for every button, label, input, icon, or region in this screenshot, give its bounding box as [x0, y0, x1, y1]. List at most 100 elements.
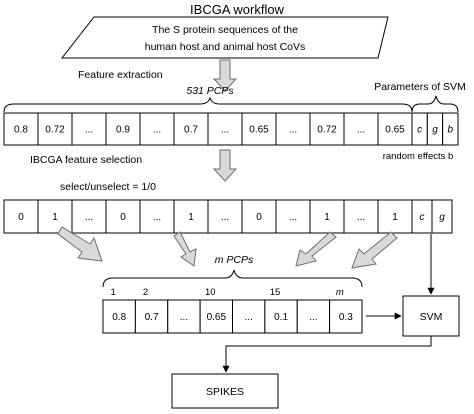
row2-selection-vector: 0 1... 0... 1... 0... 1... 1 c g	[3, 199, 453, 234]
row1-param-c-text: c	[417, 125, 422, 136]
svm-label: SVM	[420, 311, 443, 323]
row3-cell-5-box	[264, 299, 298, 334]
row3-cell-1-text: 0.7	[145, 312, 159, 323]
row1-param-g-text: g	[432, 125, 438, 136]
row3-cell-0-text: 0.8	[112, 312, 126, 323]
diagonal-arrow-3	[295, 231, 337, 267]
row1-cell-9-text: 0.72	[317, 125, 337, 136]
row2-cell-11-text: 1	[392, 212, 398, 223]
row2-cell-8-box	[275, 199, 311, 234]
random-effects-label: random effects b	[383, 151, 454, 162]
row1-cell-9-box	[309, 112, 345, 146]
svm-params-brace	[411, 95, 459, 113]
row3-index-m: m	[336, 287, 344, 298]
row1-cell-4-text: ...	[153, 125, 161, 136]
row3-index-10: 10	[205, 287, 216, 298]
row3-cell-6-text: ...	[309, 312, 317, 323]
row3-index-1: 1	[111, 287, 116, 298]
row3-cell-4-box	[232, 299, 266, 334]
spikes-box	[171, 373, 279, 409]
row3-selected-features: 0.8 0.7... 0.65... 0.1... 0.3 1 2 10 15 m	[102, 287, 363, 334]
diagonal-arrow-2	[173, 231, 197, 267]
row2-cell-1-box	[37, 199, 73, 234]
row1-cell-0-box	[3, 112, 39, 146]
row1-cell-0-text: 0.8	[14, 125, 28, 136]
row2-cell-10-text: ...	[357, 212, 365, 223]
row2-cell-7-box	[241, 199, 277, 234]
row1-cell-7-text: 0.65	[249, 125, 269, 136]
row1-feature-vector: 0.8 0.72... 0.9... 0.7... 0.65... 0.72... 0.65…	[3, 112, 459, 146]
row2-cell-4-text: ...	[153, 212, 161, 223]
feature-extraction-arrow	[212, 59, 238, 92]
row1-cell-10-text: ...	[357, 125, 365, 136]
svm-box	[402, 295, 460, 337]
feature-selection-arrow	[212, 149, 238, 182]
row2-cell-9-text: 1	[324, 212, 330, 223]
row2-cell-7-text: 0	[256, 212, 262, 223]
selection-label: IBCGA feature selection	[30, 154, 142, 166]
diagonal-arrow-4	[351, 231, 398, 269]
row3-cell-2-text: ...	[180, 312, 188, 323]
row2-cell-1-text: 1	[52, 212, 58, 223]
row3-cell-4-text: ...	[245, 312, 253, 323]
row2-cell-6-text: ...	[221, 212, 229, 223]
row2-cell-6-box	[207, 199, 243, 234]
row1-cell-3-text: 0.9	[116, 125, 130, 136]
diagram-title: IBCGA workflow	[190, 2, 285, 17]
row1-cell-2-box	[71, 112, 107, 146]
row2-cell-2-text: ...	[85, 212, 93, 223]
row3-cell-0-box	[102, 299, 136, 334]
feature-extraction-label: Feature extraction	[78, 69, 163, 81]
row3-cell-7-text: 0.3	[339, 312, 353, 323]
row1-cell-5-text: 0.7	[184, 125, 198, 136]
row2-cell-0-text: 0	[18, 212, 24, 223]
m-pcps-label: m PCPs	[215, 254, 254, 266]
row1-cell-6-text: ...	[221, 125, 229, 136]
row1-cell-11-box	[377, 112, 413, 146]
row2-cell-10-box	[343, 199, 379, 234]
row1-cell-11-text: 0.65	[385, 125, 405, 136]
select-rule-label: select/unselect = 1/0	[60, 181, 156, 193]
row2-cell-8-text: ...	[289, 212, 297, 223]
row2-cell-4-box	[139, 199, 175, 234]
row2-cell-0-box	[3, 199, 39, 234]
row1-cell-2-text: ...	[85, 125, 93, 136]
row2-cell-5-box	[173, 199, 209, 234]
row2-param-g-box	[431, 199, 453, 234]
row1-cell-5-box	[173, 112, 209, 146]
row1-cell-1-text: 0.72	[45, 125, 65, 136]
row2-param-g-text: g	[439, 212, 445, 223]
svm-to-spikes-line	[222, 336, 432, 373]
row1-cell-8-text: ...	[289, 125, 297, 136]
row1-cell-6-box	[207, 112, 243, 146]
row1-cell-3-box	[105, 112, 141, 146]
row2-cell-9-box	[309, 199, 345, 234]
row2-param-c-text: c	[420, 212, 425, 223]
pcps-brace	[3, 96, 413, 113]
row1-param-b-text: b	[448, 125, 454, 136]
diagonal-arrow-1	[57, 226, 103, 262]
row3-cell-6-box	[296, 299, 331, 334]
input-line-1: The S protein sequences of the	[152, 24, 298, 36]
row1-cell-10-box	[343, 112, 379, 146]
pcps-label: 531 PCPs	[186, 85, 234, 97]
row1-cell-4-box	[139, 112, 175, 146]
row1-cell-7-box	[241, 112, 277, 146]
input-line-2: human host and animal host CoVs	[145, 41, 306, 53]
row3-cell-3-text: 0.65	[207, 312, 227, 323]
row3-cell-7-box	[329, 299, 363, 334]
row1-param-b-box	[442, 112, 459, 146]
row2-cell-3-text: 0	[120, 212, 126, 223]
row3-index-15: 15	[270, 287, 281, 298]
spikes-label: SPIKES	[206, 386, 244, 398]
row3-index-2: 2	[143, 287, 148, 298]
svm-params-label: Parameters of SVM	[374, 81, 466, 93]
row2-cell-3-box	[105, 199, 141, 234]
row3-cell-2-box	[167, 299, 201, 334]
m-pcps-brace	[102, 269, 363, 288]
row2-cell-11-box	[377, 199, 413, 234]
input-parallelogram	[60, 16, 389, 59]
row2-cell-5-text: 1	[188, 212, 194, 223]
row3-cell-5-text: 0.1	[274, 312, 288, 323]
